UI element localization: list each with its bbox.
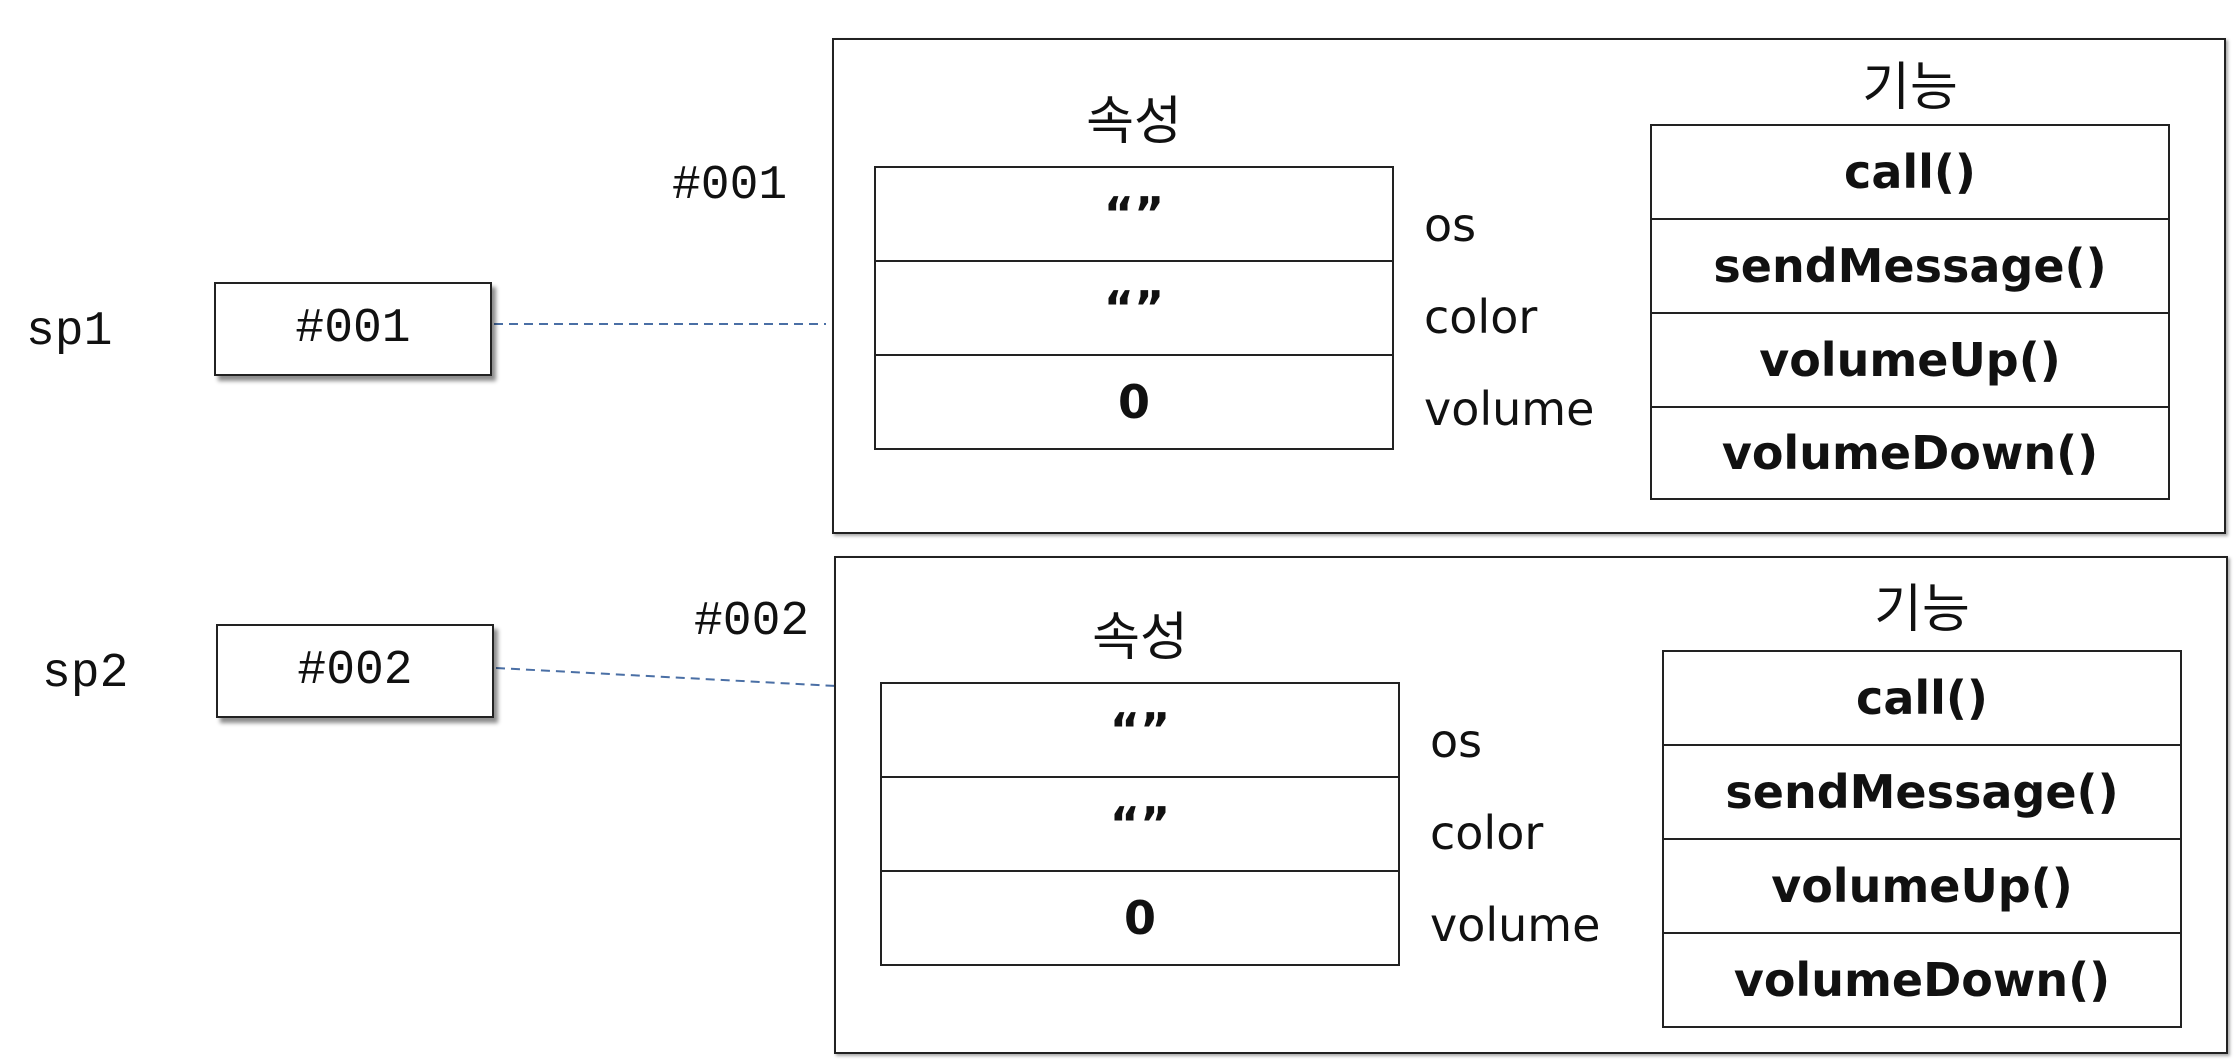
function-volume-down: volumeDown()	[1721, 426, 2099, 480]
attribute-value-volume: 0	[1123, 891, 1156, 945]
attributes-heading: 속성	[1092, 608, 1188, 668]
variable-name-sp1: sp1	[26, 305, 113, 359]
functions-heading: 기능	[1862, 58, 1958, 118]
reference-box-sp2: #002	[216, 624, 494, 718]
function-volume-down: volumeDown()	[1733, 953, 2111, 1007]
function-call: call()	[1652, 126, 2168, 220]
variable-name-sp2: sp2	[42, 647, 129, 701]
attribute-name-volume: volume	[1430, 898, 1601, 952]
function-send-message: sendMessage()	[1664, 746, 2180, 840]
functions-table: call() sendMessage() volumeUp() volumeDo…	[1662, 650, 2182, 1028]
functions-table: call() sendMessage() volumeUp() volumeDo…	[1650, 124, 2170, 500]
attribute-name-color: color	[1430, 806, 1544, 860]
attribute-value-color: “”	[882, 778, 1398, 872]
attribute-name-color: color	[1424, 290, 1538, 344]
function-call: call()	[1664, 652, 2180, 746]
attributes-heading: 속성	[1086, 92, 1182, 152]
attribute-value-volume: 0	[1117, 375, 1150, 429]
function-volume-up: volumeUp()	[1652, 314, 2168, 408]
functions-heading: 기능	[1874, 580, 1970, 640]
attribute-value-color: “”	[876, 262, 1392, 356]
attributes-table: “” “” 0	[880, 682, 1400, 966]
attribute-value-os: “”	[876, 168, 1392, 262]
attribute-name-volume: volume	[1424, 382, 1595, 436]
function-send-message: sendMessage()	[1652, 220, 2168, 314]
function-volume-up: volumeUp()	[1664, 840, 2180, 934]
address-label-002: #002	[694, 595, 810, 649]
attributes-table: “” “” 0	[874, 166, 1394, 450]
link-sp2	[495, 667, 837, 687]
reference-box-sp1: #001	[214, 282, 492, 376]
attribute-value-os: “”	[882, 684, 1398, 778]
attribute-name-os: os	[1430, 714, 1483, 768]
address-label-001: #001	[672, 159, 788, 213]
attribute-name-os: os	[1424, 198, 1477, 252]
